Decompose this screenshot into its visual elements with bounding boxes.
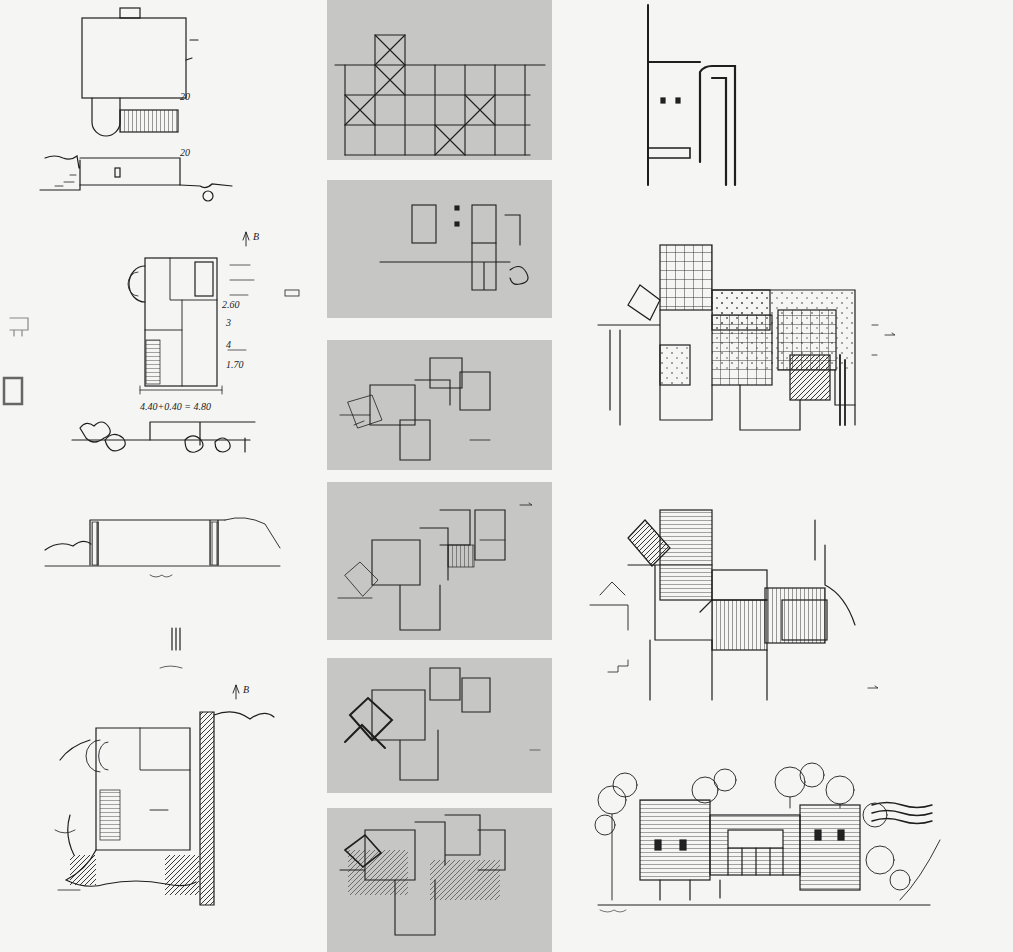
sketch-annotation: 3 [226, 318, 231, 328]
sketch-annotation: B [253, 232, 259, 242]
left-sketches [4, 8, 299, 905]
tracing-cards [327, 0, 552, 952]
sketch-annotation: 20 [180, 148, 190, 158]
sketch-annotation: 4 [226, 340, 231, 350]
sketch-annotation: B [243, 685, 249, 695]
sketch-annotation: 20 [180, 92, 190, 102]
sketch-annotation: 1.70 [226, 360, 244, 370]
sketch-annotation: 2.60 [222, 300, 240, 310]
right-sketches [590, 5, 940, 912]
card-sketches [335, 35, 545, 935]
sketch-annotation: 4.40+0.40 = 4.80 [140, 402, 211, 412]
